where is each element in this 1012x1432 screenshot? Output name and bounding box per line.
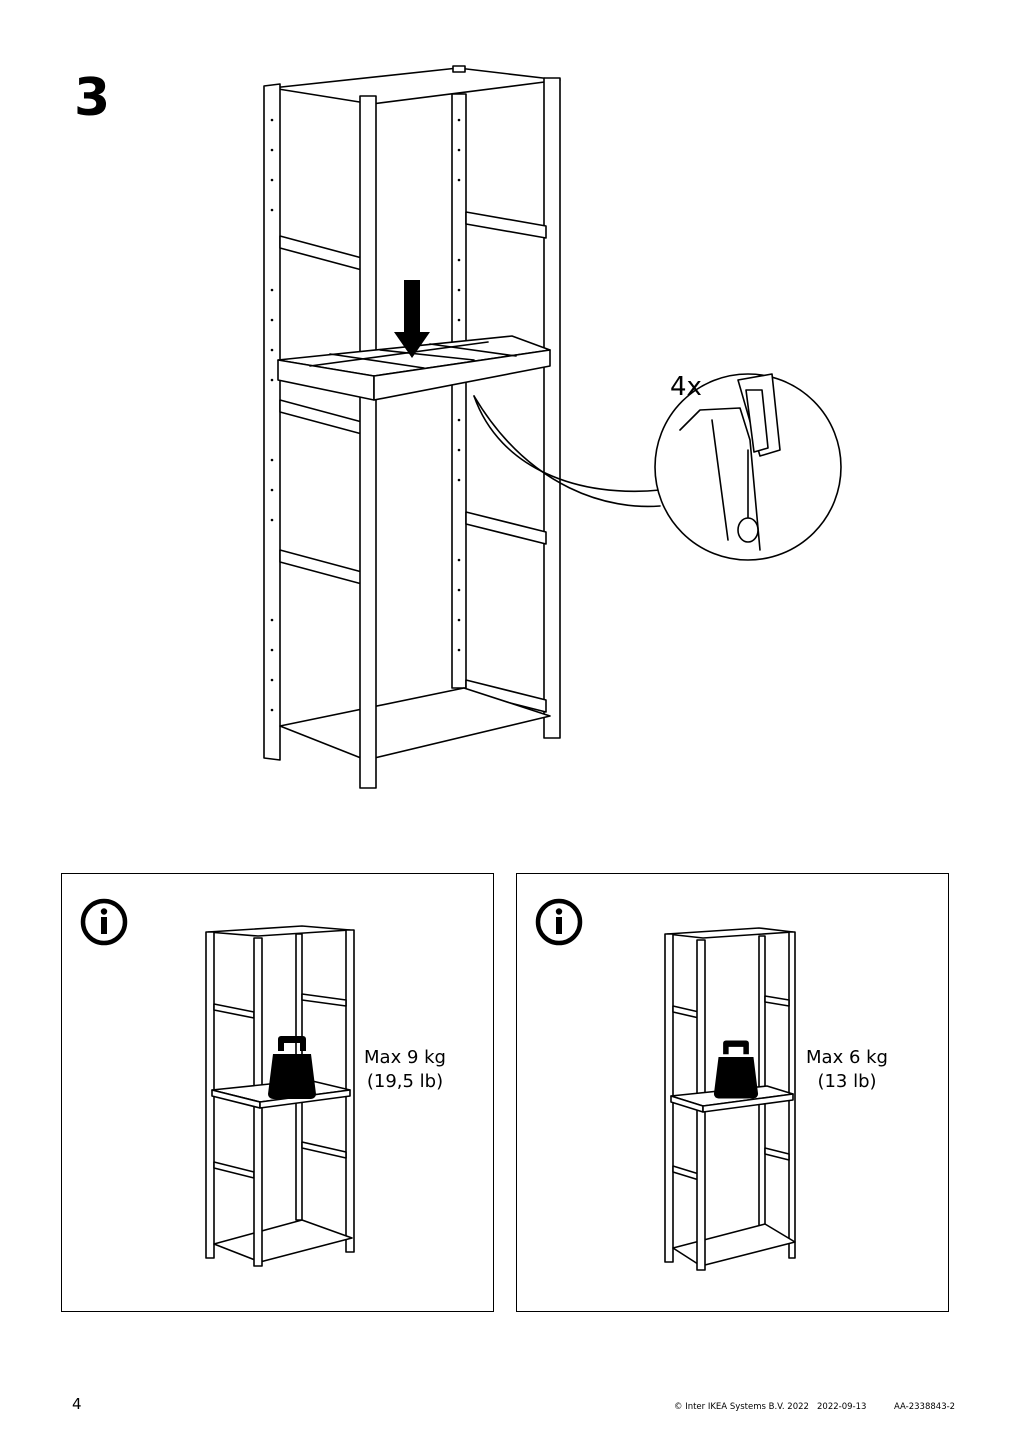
back-left-post bbox=[263, 83, 281, 761]
shelf-unit-small bbox=[664, 927, 796, 1271]
info-box-2: Max 6 kg (13 lb) bbox=[516, 873, 949, 1312]
page-number: 4 bbox=[72, 1395, 82, 1413]
doc-date: 2022-09-13 bbox=[817, 1402, 867, 1412]
front-left-post bbox=[359, 95, 377, 789]
doc-id: AA-2338843-2 bbox=[894, 1402, 956, 1412]
front-right-post bbox=[543, 77, 561, 739]
max-load-line2: (19,5 lb) bbox=[366, 1071, 444, 1092]
weight-icon bbox=[713, 1040, 759, 1099]
bottom-panel bbox=[279, 687, 551, 761]
shelf-assembly-illustration bbox=[263, 65, 661, 789]
copyright: © Inter IKEA Systems B.V. 2022 bbox=[674, 1402, 809, 1412]
quantity-label: 4x bbox=[670, 372, 702, 402]
info-icon bbox=[80, 898, 128, 946]
max-load-line1: Max 6 kg bbox=[806, 1047, 888, 1068]
detail-circle bbox=[654, 373, 842, 561]
info-box-1: Max 9 kg (19,5 lb) bbox=[61, 873, 494, 1312]
step-number: 3 bbox=[74, 68, 111, 128]
back-right-post bbox=[451, 93, 467, 689]
info-icon bbox=[535, 898, 583, 946]
max-load-line2: (13 lb) bbox=[817, 1071, 877, 1092]
shelf-unit-small bbox=[205, 925, 355, 1267]
weight-icon bbox=[268, 1036, 316, 1099]
max-load-line1: Max 9 kg bbox=[364, 1047, 446, 1068]
down-arrow-icon bbox=[394, 280, 430, 358]
top-panel bbox=[271, 67, 561, 105]
detail-pointer bbox=[473, 395, 661, 493]
